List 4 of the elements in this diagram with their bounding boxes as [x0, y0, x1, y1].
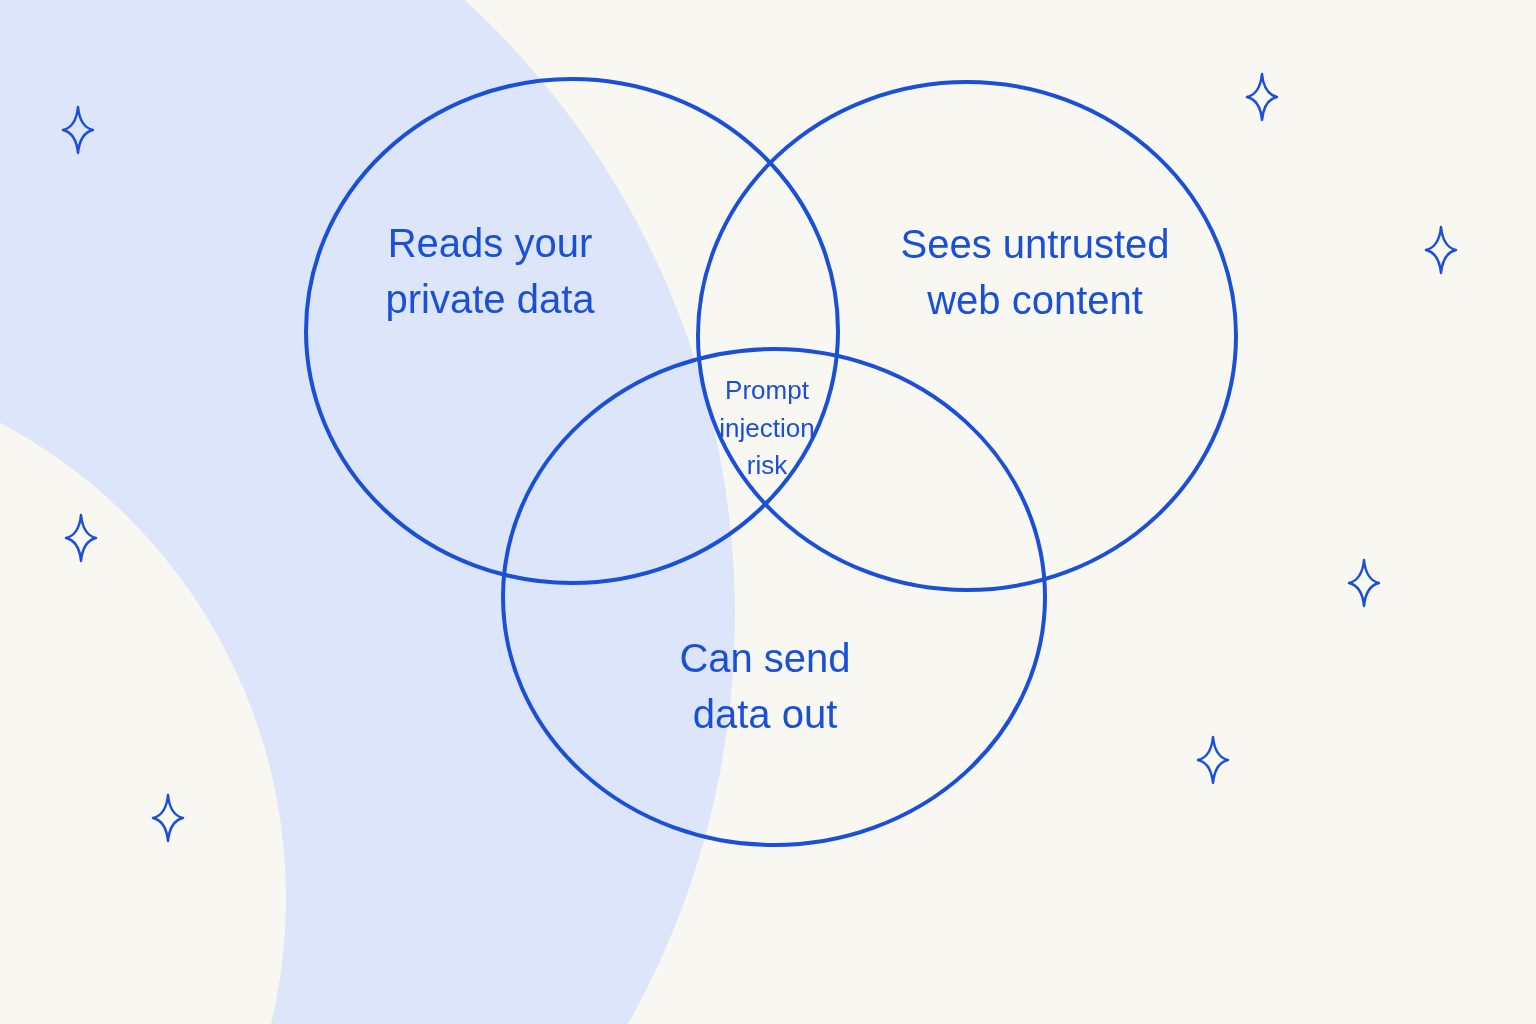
circle-label: Can send data out [678, 635, 852, 738]
circle-label: Sees untrusted web content [900, 221, 1170, 324]
intersection-label: Prompt injection risk [718, 374, 816, 483]
circle-label: Reads your private data [384, 220, 596, 323]
